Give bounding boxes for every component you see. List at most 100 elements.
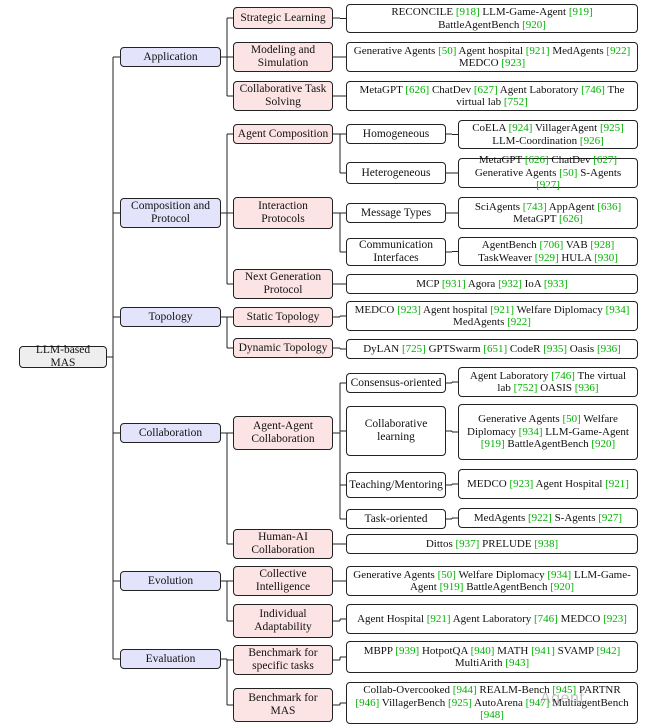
citation-ref: [925] [448, 696, 472, 709]
citation-ref: [920] [522, 18, 546, 31]
reference-list-node: MedAgents [922] S-Agents [927] [458, 508, 638, 528]
subcategory-node: Individual Adaptability [233, 604, 333, 638]
citation-ref: [934] [518, 425, 543, 438]
citation-ref: [919] [568, 6, 593, 18]
citation-ref: [922] [606, 44, 631, 57]
category-node: Collaboration [120, 423, 221, 443]
citation-ref: [942] [596, 644, 621, 657]
citation-ref: [921] [490, 303, 515, 316]
citation-ref: [940] [470, 644, 495, 657]
citation-ref: [923] [501, 57, 526, 69]
reference-list-node: MetaGPT [626] ChatDev [627] Generative A… [458, 154, 638, 192]
subcategory-node: Dynamic Topology [233, 338, 333, 358]
citation-ref: [752] [503, 96, 528, 108]
category-node: Topology [120, 307, 221, 327]
citation-ref: [936] [574, 382, 599, 394]
subsubcategory-node: Homogeneous [346, 124, 446, 144]
citation-ref: [941] [531, 644, 555, 657]
citation-ref: [752] [513, 382, 538, 394]
subcategory-node: Next Generation Protocol [233, 269, 333, 299]
citation-ref: [919] [480, 438, 505, 451]
reference-list-node: AgentBench [706] VAB [928] TaskWeaver [9… [458, 237, 638, 266]
watermark: Agent [540, 690, 585, 707]
citation-ref: [50] [438, 44, 457, 57]
category-node: Application [120, 47, 221, 67]
citation-ref: [933] [543, 277, 568, 290]
reference-list-node: MEDCO [923] Agent Hospital [921] [458, 469, 638, 499]
citation-ref: [922] [507, 316, 531, 328]
citation-ref: [928] [590, 239, 615, 251]
subcategory-node: Agent Composition [233, 124, 333, 144]
subsubcategory-node: Communication Interfaces [346, 238, 446, 266]
citation-ref: [920] [550, 581, 575, 593]
subsubcategory-node: Message Types [346, 203, 446, 223]
reference-list-node: DyLAN [725] GPTSwarm [651] CodeR [935] O… [346, 339, 638, 359]
citation-ref: [746] [534, 612, 558, 625]
citation-ref: [936] [596, 342, 621, 355]
reference-list-node: Agent Hospital [921] Agent Laboratory [7… [346, 604, 638, 634]
citation-ref: [706] [539, 239, 564, 251]
category-node: Evolution [120, 571, 221, 591]
reference-list-node: MetaGPT [626] ChatDev [627] Agent Labora… [346, 81, 638, 111]
citation-ref: [945] [552, 684, 577, 697]
category-node: Evaluation [120, 649, 221, 669]
subcategory-node: Static Topology [233, 307, 333, 327]
citation-ref: [918] [455, 6, 480, 18]
citation-ref: [626] [405, 83, 430, 96]
reference-list-node: MCP [931] Agora [932] IoA [933] [346, 274, 638, 294]
citation-ref: [50] [562, 413, 581, 426]
citation-ref: [746] [551, 369, 575, 382]
reference-list-node: CoELA [924] VillagerAgent [925] LLM-Coor… [458, 120, 638, 149]
citation-ref: [746] [581, 83, 605, 96]
citation-ref: [626] [524, 154, 549, 167]
citation-ref: [932] [498, 277, 522, 290]
subcategory-node: Agent-Agent Collaboration [233, 416, 333, 450]
citation-ref: [927] [536, 179, 560, 192]
subcategory-node: Human-AI Collaboration [233, 529, 333, 559]
category-node: Composition and Protocol [120, 198, 221, 228]
citation-ref: [651] [483, 342, 508, 355]
reference-list-node: Agent Laboratory [746] The virtual lab [… [458, 367, 638, 397]
reference-list-node: Collab-Overcooked [944] REALM-Bench [945… [346, 682, 638, 724]
citation-ref: [626] [559, 213, 583, 225]
citation-ref: [926] [579, 134, 604, 147]
citation-ref: [636] [597, 200, 622, 213]
citation-ref: [627] [593, 154, 618, 167]
reference-list-node: RECONCILE [918] LLM-Game-Agent [919] Bat… [346, 4, 638, 33]
reference-list-node: Dittos [937] PRELUDE [938] [346, 534, 638, 554]
subsubcategory-node: Consensus-oriented [346, 373, 446, 393]
reference-list-node: SciAgents [743] AppAgent [636] MetaGPT [… [458, 197, 638, 229]
subsubcategory-node: Teaching/Mentoring [346, 472, 446, 498]
subcategory-node: Modeling and Simulation [233, 42, 333, 72]
citation-ref: [934] [605, 303, 630, 316]
citation-ref: [627] [473, 83, 498, 96]
reference-list-node: Generative Agents [50] Agent hospital [9… [346, 42, 638, 72]
subcategory-node: Collective Intelligence [233, 566, 333, 596]
subsubcategory-node: Collaborative learning [346, 406, 446, 456]
citation-ref: [725] [402, 342, 426, 355]
citation-ref: [921] [426, 612, 451, 625]
citation-ref: [923] [509, 477, 534, 490]
citation-ref: [50] [437, 568, 456, 581]
citation-ref: [921] [605, 477, 629, 490]
citation-ref: [925] [599, 122, 624, 134]
citation-ref: [919] [439, 581, 464, 593]
citation-ref: [930] [594, 251, 618, 264]
citation-ref: [938] [534, 537, 559, 550]
subcategory-node: Benchmark for specific tasks [233, 645, 333, 675]
citation-ref: [931] [441, 277, 466, 290]
citation-ref: [935] [543, 342, 568, 355]
reference-list-node: MBPP [939] HotpotQA [940] MATH [941] SVA… [346, 641, 638, 673]
citation-ref: [934] [547, 568, 572, 581]
reference-list-node: Generative Agents [50] Welfare Diplomacy… [458, 404, 638, 460]
subcategory-node: Benchmark for MAS [233, 688, 333, 722]
citation-ref: [944] [452, 684, 477, 697]
citation-ref: [947] [525, 696, 550, 709]
subcategory-node: Interaction Protocols [233, 197, 333, 229]
subcategory-node: Strategic Learning [233, 7, 333, 29]
citation-ref: [939] [395, 644, 420, 657]
citation-ref: [923] [397, 303, 421, 316]
citation-ref: [50] [559, 166, 578, 179]
subcategory-node: Collaborative Task Solving [233, 81, 333, 111]
